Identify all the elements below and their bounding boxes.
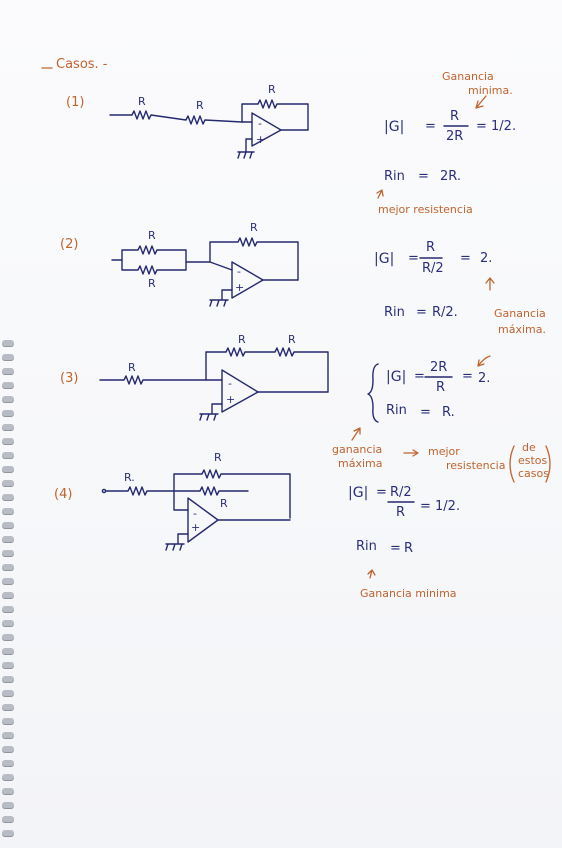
resistor-label: R <box>148 277 156 290</box>
gain-symbol: |G| <box>386 369 407 385</box>
annotation: Ganancia minima <box>360 587 457 600</box>
fraction-denominator: R/2 <box>422 261 444 276</box>
fraction-numerator: R <box>450 109 460 124</box>
equals-sign: = <box>416 305 427 320</box>
equals-sign: = <box>414 369 425 384</box>
rin-value: R/2. <box>432 305 458 320</box>
annotation: casos <box>518 467 549 480</box>
annotation: resistencia <box>446 459 506 472</box>
resistor-label: R <box>220 497 228 510</box>
fraction-numerator: R/2 <box>390 485 412 500</box>
circuit-4 <box>101 469 291 551</box>
gain-result: 2. <box>480 251 493 266</box>
opamp-minus: - <box>193 507 197 520</box>
resistor-label: R <box>214 451 222 464</box>
resistor-label: R <box>138 95 146 108</box>
equals-sign: = <box>408 251 419 266</box>
opamp-minus: - <box>237 265 241 278</box>
gain-symbol: |G| <box>348 485 369 501</box>
circuit-3 <box>99 347 329 421</box>
rin-label: Rin <box>384 169 405 184</box>
circuit-1 <box>109 99 309 159</box>
equals-sign: = <box>418 169 429 184</box>
annotation: mejor <box>428 445 460 458</box>
annotation: minima. <box>468 84 513 97</box>
annotation: ganancia <box>332 443 383 456</box>
resistor-label: R <box>128 361 136 374</box>
annotation: mejor resistencia <box>378 203 473 216</box>
case-number-4: (4) <box>54 487 73 502</box>
resistor-label: R <box>250 221 258 234</box>
gain-result: 2. <box>478 371 491 386</box>
resistor-label: R <box>288 333 296 346</box>
rin-value: R <box>404 541 414 556</box>
annotation: de <box>522 441 536 454</box>
annotation: máxima. <box>498 323 546 336</box>
gain-result: = 1/2. <box>476 119 517 134</box>
opamp-plus: + <box>226 393 236 406</box>
page-title: Casos. - <box>56 57 108 72</box>
case-number-2: (2) <box>60 237 79 252</box>
circuit-2 <box>111 237 299 307</box>
fraction-numerator: 2R <box>430 360 448 375</box>
binder-holes <box>0 340 18 848</box>
equals-sign: = <box>420 405 431 420</box>
gain-symbol: |G| <box>374 251 395 267</box>
equals-sign: = <box>376 485 387 500</box>
equals-sign: = <box>390 541 401 556</box>
equals-sign: = <box>460 251 471 266</box>
opamp-plus: + <box>235 281 245 294</box>
resistor-label: R <box>148 229 156 242</box>
rin-label: Rin <box>386 403 407 418</box>
resistor-label: R <box>238 333 246 346</box>
rin-label: Rin <box>356 539 377 554</box>
annotation: máxima <box>338 457 383 470</box>
resistor-label: R. <box>124 471 135 484</box>
opamp-minus: - <box>228 377 232 390</box>
equals-sign: = <box>462 369 473 384</box>
opamp-plus: + <box>256 133 266 146</box>
resistor-label: R <box>196 99 204 112</box>
fraction-denominator: 2R <box>446 129 464 144</box>
gain-result: = 1/2. <box>420 499 461 514</box>
case-number-3: (3) <box>60 371 79 386</box>
rin-value: R. <box>442 405 455 420</box>
fraction-denominator: R <box>396 505 406 520</box>
resistor-label: R <box>268 83 276 96</box>
annotation: estos <box>518 454 548 467</box>
equals-sign: = <box>425 119 436 134</box>
rin-value: 2R. <box>440 169 461 184</box>
annotation: Ganancia <box>442 70 494 83</box>
fraction-numerator: R <box>426 240 436 255</box>
case-number-1: (1) <box>66 95 85 110</box>
annotation: Ganancia <box>494 307 546 320</box>
fraction-denominator: R <box>436 380 446 395</box>
rin-label: Rin <box>384 305 405 320</box>
opamp-minus: - <box>258 117 262 130</box>
gain-symbol: |G| <box>384 119 405 135</box>
opamp-plus: + <box>191 521 201 534</box>
